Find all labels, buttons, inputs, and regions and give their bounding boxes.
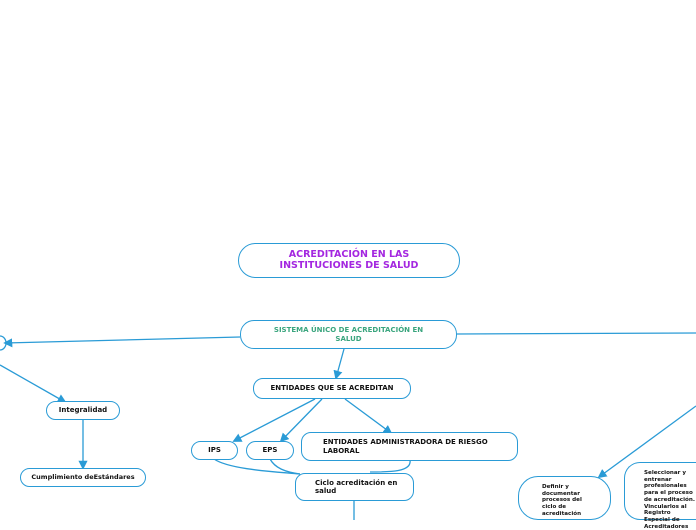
node-standards[interactable]: Cumplimiento deEstándares [20,468,146,487]
node-arl-label: ENTIDADES ADMINISTRADORA DE RIESGO LABOR… [323,438,488,455]
node-entities[interactable]: ENTIDADES QUE SE ACREDITAN [253,378,411,399]
node-root-label: ACREDITACIÓN EN LAS INSTITUCIONES DE SAL… [279,248,419,271]
connector-entities-arl [344,398,393,435]
node-train-label: Seleccionar y entrenar profesionales par… [644,470,695,530]
node-define-label: Definir y documentar procesos del ciclo … [542,484,582,517]
connector-entities-eps [279,398,323,443]
node-ips[interactable]: IPS [191,441,238,460]
node-cycle-label: Ciclo acreditación en salud [315,478,398,495]
connector-eps-cycle [269,458,301,475]
node-eps[interactable]: EPS [246,441,294,460]
connector-arl-cycle [369,459,411,473]
connector-right-define [597,405,696,479]
node-system[interactable]: SISTEMA ÚNICO DE ACREDITACIÓN EN SALUD [240,320,457,349]
connector-system-right [456,332,696,335]
connector-system-left [3,336,241,348]
node-cycle[interactable]: Ciclo acreditación en salud [295,473,414,501]
connector-system-entities [333,348,345,380]
node-ips-label: IPS [208,446,221,455]
connector-left-integrality [0,364,67,403]
node-eps-label: EPS [262,446,278,455]
node-train[interactable]: Seleccionar y entrenar profesionales par… [624,462,696,530]
node-integrality[interactable]: Integralidad [46,401,120,420]
node-root[interactable]: ACREDITACIÓN EN LAS INSTITUCIONES DE SAL… [238,243,460,278]
connector-entities-ips [232,398,316,442]
node-define[interactable]: Definir y documentar procesos del ciclo … [518,476,611,520]
node-entities-label: ENTIDADES QUE SE ACREDITAN [270,384,394,393]
node-standards-label: Cumplimiento deEstándares [31,472,135,481]
node-system-label: SISTEMA ÚNICO DE ACREDITACIÓN EN SALUD [273,326,424,343]
node-integrality-label: Integralidad [58,406,108,415]
node-arl[interactable]: ENTIDADES ADMINISTRADORA DE RIESGO LABOR… [301,432,518,461]
offscreen-node-left-edge [0,335,7,351]
